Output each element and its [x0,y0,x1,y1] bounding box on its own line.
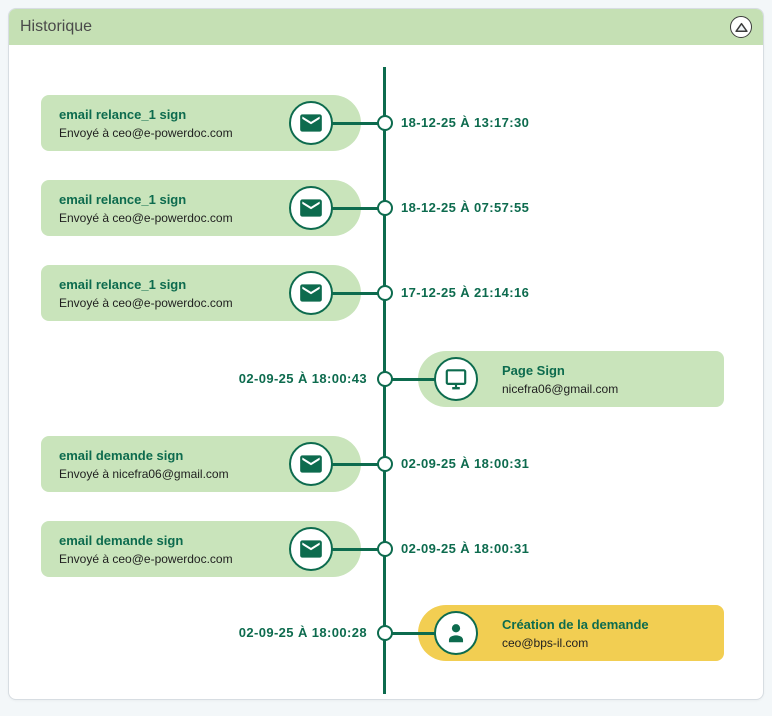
event-subtitle: Envoyé à ceo@e-powerdoc.com [59,551,233,566]
connector-line [309,462,386,466]
timeline-dot [377,456,393,472]
timeline: email relance_1 sign Envoyé à ceo@e-powe… [9,45,763,699]
event-title: email demande sign [59,447,184,463]
connector-line [383,631,458,635]
event-timestamp: 02-09-25 À 18:00:31 [401,541,530,556]
event-timestamp: 17-12-25 À 21:14:16 [401,285,530,300]
timeline-dot [377,371,393,387]
timeline-dot [377,200,393,216]
email-icon [289,186,333,230]
event-title: Création de la demande [502,616,649,632]
email-icon [289,527,333,571]
connector-line [383,377,458,381]
event-subtitle: ceo@bps-il.com [502,635,589,650]
panel-title: Historique [20,18,93,35]
event-timestamp: 18-12-25 À 07:57:55 [401,200,530,215]
connector-line [309,547,386,551]
event-title: Page Sign [502,362,565,378]
email-icon [289,101,333,145]
event-title: email relance_1 sign [59,276,187,292]
event-subtitle: Envoyé à nicefra06@gmail.com [59,466,229,481]
event-subtitle: Envoyé à ceo@e-powerdoc.com [59,295,233,310]
event-subtitle: Envoyé à ceo@e-powerdoc.com [59,125,233,140]
chevron-up-icon [734,21,748,34]
event-title: email demande sign [59,532,184,548]
event-timestamp: 02-09-25 À 18:00:28 [238,625,367,640]
event-timestamp: 02-09-25 À 18:00:31 [401,456,530,471]
event-subtitle: Envoyé à ceo@e-powerdoc.com [59,210,233,225]
connector-line [309,206,386,210]
collapse-button[interactable] [730,16,752,38]
panel-header: Historique [9,9,763,45]
timeline-dot [377,285,393,301]
timeline-dot [377,115,393,131]
historique-panel: Historique email relance_1 sign Envoyé à… [8,8,764,700]
event-title: email relance_1 sign [59,106,187,122]
user-icon [434,611,478,655]
timeline-dot [377,541,393,557]
event-subtitle: nicefra06@gmail.com [502,381,619,396]
email-icon [289,442,333,486]
monitor-icon [434,357,478,401]
email-icon [289,271,333,315]
event-timestamp: 18-12-25 À 13:17:30 [401,115,530,130]
event-timestamp: 02-09-25 À 18:00:43 [238,371,367,386]
connector-line [309,121,386,125]
event-title: email relance_1 sign [59,191,187,207]
timeline-dot [377,625,393,641]
connector-line [309,291,386,295]
